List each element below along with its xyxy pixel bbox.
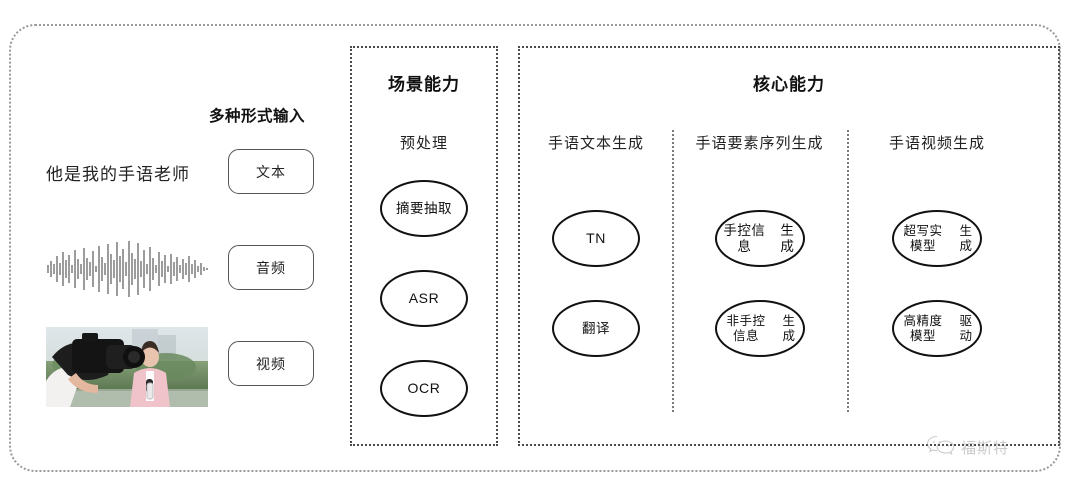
core-capability-panel: 核心能力 手语文本生成 TN 翻译 手语要素序列生成 手控信息 生成 非手控信息… (518, 46, 1060, 446)
modality-pill-video[interactable]: 视频 (228, 341, 314, 386)
node-line-2: 生成 (780, 222, 795, 254)
node-line-1: 手控信息 (723, 222, 766, 254)
node-manual-signal-generation[interactable]: 手控信息 生成 (715, 210, 805, 267)
modality-pill-audio[interactable]: 音频 (228, 245, 314, 290)
node-line-2: 生成 (782, 313, 796, 343)
node-ocr[interactable]: OCR (380, 360, 468, 417)
node-line-1: 非手控信息 (726, 313, 766, 343)
watermark: 福斯特 (926, 434, 1009, 461)
node-line-1: 高精度模型 (903, 313, 943, 343)
outer-frame (9, 24, 1061, 472)
core-divider-2 (847, 130, 849, 412)
wechat-icon (926, 434, 956, 461)
watermark-text: 福斯特 (961, 440, 1010, 457)
core-group-label-sign-video: 手语视频生成 (888, 135, 985, 152)
input-section: 多种形式输入 他是我的手语老师 (0, 0, 340, 499)
core-divider-1 (672, 130, 674, 412)
node-summary-extraction[interactable]: 摘要抽取 (380, 180, 468, 237)
sample-sentence: 他是我的手语老师 (46, 165, 190, 184)
video-thumbnail-icon (46, 327, 208, 407)
node-asr[interactable]: ASR (380, 270, 468, 327)
core-group-label-element-sequence: 手语要素序列生成 (695, 135, 824, 152)
scene-capability-panel: 场景能力 预处理 摘要抽取 ASR OCR (350, 46, 498, 446)
waveform-icon (44, 238, 212, 300)
node-highprecision-model-drive[interactable]: 高精度模型 驱动 (892, 300, 982, 357)
core-group-label-sign-text: 手语文本生成 (547, 135, 644, 152)
node-line-1: 超写实模型 (903, 223, 943, 253)
node-line-2: 生成 (959, 223, 973, 253)
core-column-sign-text: 手语文本生成 TN 翻译 (520, 48, 672, 444)
core-column-sign-video: 手语视频生成 超写实模型 生成 高精度模型 驱动 (847, 48, 1062, 444)
scene-panel-title: 场景能力 (388, 75, 460, 94)
node-translation[interactable]: 翻译 (552, 300, 640, 357)
node-photoreal-model-generation[interactable]: 超写实模型 生成 (892, 210, 982, 267)
core-column-element-sequence: 手语要素序列生成 手控信息 生成 非手控信息 生成 (672, 48, 847, 444)
core-panel-title: 核心能力 (753, 75, 825, 94)
multi-input-heading: 多种形式输入 (208, 108, 305, 125)
node-line-2: 驱动 (959, 313, 973, 343)
node-nonmanual-signal-generation[interactable]: 非手控信息 生成 (715, 300, 805, 357)
scene-group-label-preprocess: 预处理 (399, 135, 448, 152)
node-tn[interactable]: TN (552, 210, 640, 267)
modality-pill-text[interactable]: 文本 (228, 149, 314, 194)
